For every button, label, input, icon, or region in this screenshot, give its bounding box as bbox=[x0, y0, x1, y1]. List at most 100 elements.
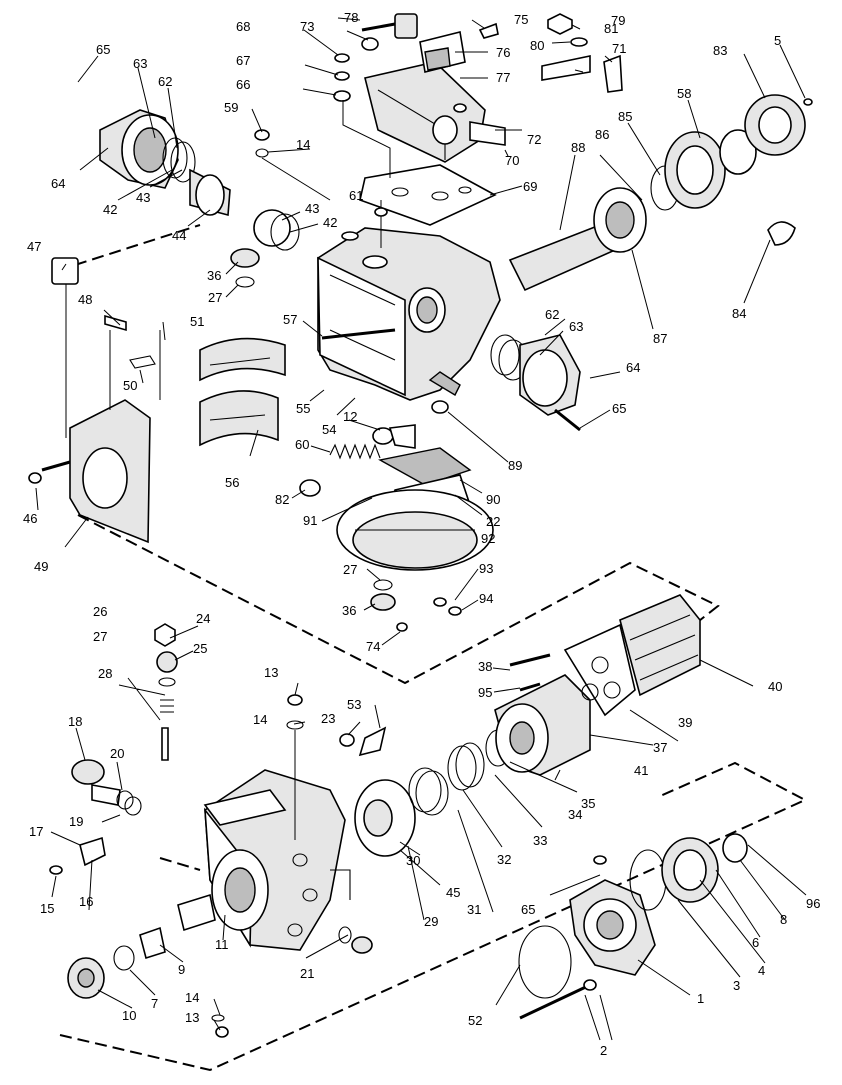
callout-label: 71 bbox=[612, 41, 626, 56]
callout-label: 50 bbox=[123, 378, 137, 393]
callout-label: 27 bbox=[343, 562, 357, 577]
callout-label: 6 bbox=[752, 935, 759, 950]
callout-label: 3 bbox=[733, 978, 740, 993]
callout-label: 25 bbox=[193, 641, 207, 656]
callout-label: 42 bbox=[323, 215, 337, 230]
callout-label: 64 bbox=[626, 360, 640, 375]
callout-label: 49 bbox=[34, 559, 48, 574]
callout-label: 13 bbox=[264, 665, 278, 680]
servo-spring-60 bbox=[321, 328, 416, 460]
callout-label: 91 bbox=[303, 513, 317, 528]
callout-label: 75 bbox=[514, 12, 528, 27]
callout-label: 73 bbox=[300, 19, 314, 34]
callout-label: 70 bbox=[505, 153, 519, 168]
callout-label: 33 bbox=[533, 833, 547, 848]
callout-label: 69 bbox=[523, 179, 537, 194]
end-cap-64-left bbox=[99, 109, 300, 251]
callout-label: 13 bbox=[185, 1010, 199, 1025]
callout-label: 36 bbox=[207, 268, 221, 283]
end-cap-64-right bbox=[490, 334, 581, 432]
plug-stack-66-68 bbox=[333, 53, 391, 178]
callout-label: 95 bbox=[478, 685, 492, 700]
callout-label: 65 bbox=[612, 401, 626, 416]
callout-label: 62 bbox=[545, 307, 559, 322]
callout-label: 27 bbox=[208, 290, 222, 305]
callout-label: 42 bbox=[103, 202, 117, 217]
callout-label: 79 bbox=[611, 13, 625, 28]
callout-label: 65 bbox=[96, 42, 110, 57]
valve-cartridge-24-28 bbox=[154, 623, 178, 761]
bearing-cradle-56 bbox=[199, 337, 286, 447]
callout-label: 66 bbox=[236, 77, 250, 92]
callout-label: 82 bbox=[275, 492, 289, 507]
callout-label: 21 bbox=[300, 966, 314, 981]
callout-label: 7 bbox=[151, 996, 158, 1011]
callout-label: 29 bbox=[424, 914, 438, 929]
valve-block-72 bbox=[364, 61, 506, 163]
callout-label: 15 bbox=[40, 901, 54, 916]
callout-label: 63 bbox=[569, 319, 583, 334]
callout-label: 16 bbox=[79, 894, 93, 909]
callout-label: 17 bbox=[29, 824, 43, 839]
piston-set-40 bbox=[619, 594, 701, 697]
callout-label: 4 bbox=[758, 963, 765, 978]
callout-label: 8 bbox=[780, 912, 787, 927]
gasket-69 bbox=[359, 164, 497, 226]
callout-label: 14 bbox=[296, 137, 310, 152]
callout-label: 46 bbox=[23, 511, 37, 526]
callout-label: 84 bbox=[732, 306, 746, 321]
callout-label: 39 bbox=[678, 715, 692, 730]
callout-label: 77 bbox=[496, 70, 510, 85]
callout-label: 56 bbox=[225, 475, 239, 490]
flange-1 bbox=[518, 855, 656, 1020]
retainer-plate-37 bbox=[563, 623, 636, 717]
callout-label: 47 bbox=[27, 239, 41, 254]
callout-label: 87 bbox=[653, 331, 667, 346]
shaft-seal-group-3-8 bbox=[629, 833, 748, 911]
callout-label: 58 bbox=[677, 86, 691, 101]
callout-label: 93 bbox=[479, 561, 493, 576]
callout-label: 61 bbox=[349, 188, 363, 203]
callout-label: 72 bbox=[527, 132, 541, 147]
callout-label: 85 bbox=[618, 109, 632, 124]
callout-label: 83 bbox=[713, 43, 727, 58]
callout-label: 94 bbox=[479, 591, 493, 606]
relief-valve-18 bbox=[49, 759, 142, 875]
callout-label: 18 bbox=[68, 714, 82, 729]
fittings-lower bbox=[330, 726, 387, 954]
callout-label: 38 bbox=[478, 659, 492, 674]
callout-label: 68 bbox=[236, 19, 250, 34]
callout-label: 63 bbox=[133, 56, 147, 71]
callout-label: 26 bbox=[93, 604, 107, 619]
callout-label: 60 bbox=[295, 437, 309, 452]
callout-label: 36 bbox=[342, 603, 356, 618]
callout-label: 5 bbox=[774, 33, 781, 48]
front-cover-49 bbox=[28, 257, 161, 544]
leader-lines bbox=[35, 17, 807, 1041]
callout-label: 51 bbox=[190, 314, 204, 329]
callout-label: 28 bbox=[98, 666, 112, 681]
assembly-center-lines bbox=[59, 224, 808, 1072]
callout-label: 30 bbox=[406, 853, 420, 868]
callout-label: 57 bbox=[283, 312, 297, 327]
callout-label: 32 bbox=[497, 852, 511, 867]
callout-label: 1 bbox=[697, 991, 704, 1006]
pins-38-95 bbox=[509, 653, 551, 692]
callout-label: 89 bbox=[508, 458, 522, 473]
sleeves-7-9-10 bbox=[67, 893, 216, 999]
callout-label: 90 bbox=[486, 492, 500, 507]
callout-label: 10 bbox=[122, 1008, 136, 1023]
callout-label: 27 bbox=[93, 629, 107, 644]
callout-label: 9 bbox=[178, 962, 185, 977]
callout-label: 45 bbox=[446, 885, 460, 900]
cover-plate-92 bbox=[336, 400, 494, 632]
callout-label: 88 bbox=[571, 140, 585, 155]
callout-label: 48 bbox=[78, 292, 92, 307]
callout-label: 19 bbox=[69, 814, 83, 829]
callout-label: 23 bbox=[321, 711, 335, 726]
port-plate-30 bbox=[354, 767, 449, 857]
callout-label: 12 bbox=[343, 409, 357, 424]
callout-label: 11 bbox=[215, 937, 229, 952]
callout-label: 64 bbox=[51, 176, 65, 191]
